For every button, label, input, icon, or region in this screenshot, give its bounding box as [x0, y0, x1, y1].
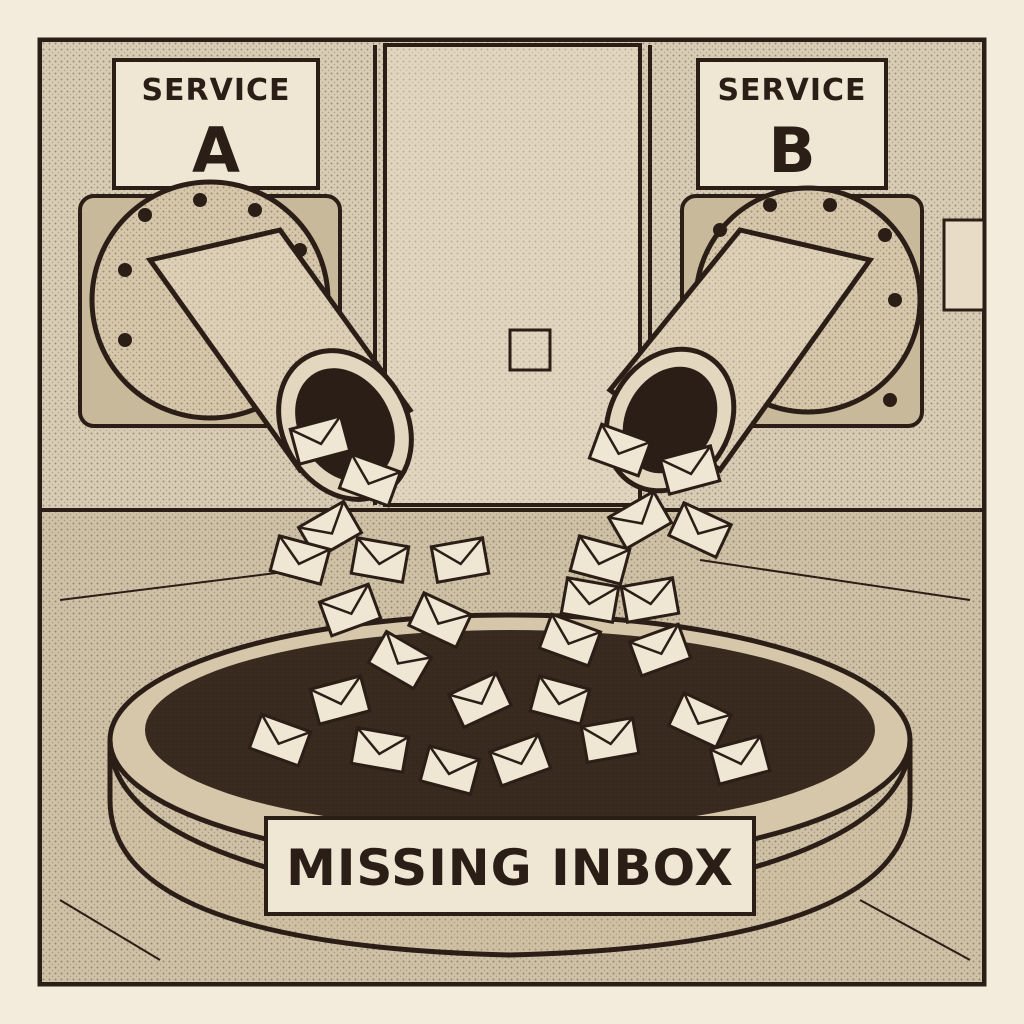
service-b-line2: B: [768, 114, 815, 187]
service-a-line1: SERVICE: [141, 73, 290, 108]
envelope-icon: [708, 734, 772, 786]
envelope-icon: [366, 629, 434, 691]
envelope-icon: [619, 576, 681, 624]
bin-front: MISSING INBOX: [107, 739, 913, 958]
envelope-icon: [537, 612, 603, 668]
envelope-icon: [528, 674, 592, 726]
bin-icon: [107, 612, 913, 868]
envelope-icon: [308, 674, 372, 726]
envelope-icon: [288, 414, 352, 466]
envelope-icon: [559, 576, 621, 624]
envelope-icon: [627, 622, 693, 678]
envelope-stream: [247, 414, 772, 796]
envelope-icon: [418, 744, 482, 796]
envelope-icon: [666, 690, 734, 750]
pipe-b-icon: [603, 185, 924, 494]
envelope-icon: [349, 536, 411, 584]
envelope-icon: [337, 452, 403, 508]
envelope-icon: [666, 500, 734, 560]
pipe-a-icon: [78, 179, 414, 502]
service-a-sign: SERVICE A: [112, 58, 320, 190]
envelope-icon: [268, 534, 332, 586]
envelope-icon: [606, 489, 674, 551]
envelope-icon: [247, 712, 313, 768]
service-b-line1: SERVICE: [717, 73, 866, 108]
envelope-icon: [406, 590, 474, 650]
inbox-label: MISSING INBOX: [286, 839, 734, 897]
envelope-icon: [658, 444, 722, 496]
service-a-line2: A: [192, 114, 240, 187]
envelope-icon: [317, 582, 383, 638]
envelope-icon: [587, 422, 653, 478]
envelope-icon: [579, 716, 641, 764]
envelope-icon: [487, 732, 553, 788]
envelope-icon: [349, 726, 411, 774]
envelope-icon: [568, 534, 632, 586]
envelope-icon: [446, 670, 514, 730]
service-b-sign: SERVICE B: [696, 58, 888, 190]
envelope-icon: [429, 536, 491, 584]
